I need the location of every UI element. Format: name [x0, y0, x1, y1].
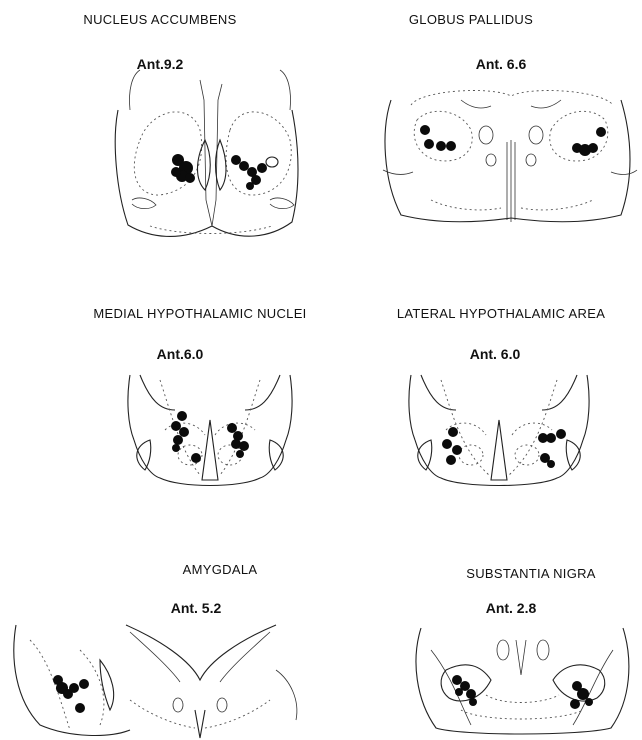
lesion-marker: [585, 698, 593, 706]
lesion-marker: [179, 427, 189, 437]
lesion-marker: [236, 450, 244, 458]
brain-section-nucleus-accumbens: [0, 0, 321, 250]
panel-substantia-nigra: SUBSTANTIA NIGRA Ant. 2.8: [321, 500, 642, 740]
lesion-marker: [239, 441, 249, 451]
lesion-marker: [577, 688, 589, 700]
lesion-marker: [556, 429, 566, 439]
lesion-marker: [171, 167, 181, 177]
lesion-marker: [466, 689, 476, 699]
panel-medial-hypothalamic-nuclei: MEDIAL HYPOTHALAMIC NUCLEI Ant.6.0: [0, 250, 321, 500]
lesion-marker: [452, 445, 462, 455]
lesion-marker: [436, 141, 446, 151]
lesion-marker: [546, 433, 556, 443]
lesion-marker: [588, 143, 598, 153]
panel-globus-pallidus: GLOBUS PALLIDUS Ant. 6.6: [321, 0, 642, 250]
lesion-marker: [177, 411, 187, 421]
lesion-marker: [455, 688, 463, 696]
lesion-marker: [173, 435, 183, 445]
lesion-marker: [79, 679, 89, 689]
brain-section-substantia-nigra: [321, 500, 642, 740]
lesion-marker: [570, 699, 580, 709]
lesion-marker: [424, 139, 434, 149]
panel-lateral-hypothalamic-area: LATERAL HYPOTHALAMIC AREA Ant. 6.0: [321, 250, 642, 500]
brain-section-lateral-hypothalamic: [321, 250, 642, 500]
lesion-marker: [191, 453, 201, 463]
panel-amygdala: AMYGDALA Ant. 5.2: [0, 500, 321, 740]
lesion-marker: [227, 423, 237, 433]
lesion-marker: [185, 173, 195, 183]
panel-nucleus-accumbens: NUCLEUS ACCUMBENS Ant.9.2: [0, 0, 321, 250]
brain-section-medial-hypothalamic: [0, 250, 321, 500]
lesion-marker: [172, 444, 180, 452]
lesion-marker: [231, 155, 241, 165]
lesion-marker: [257, 163, 267, 173]
lesion-marker: [75, 703, 85, 713]
lesion-marker: [547, 460, 555, 468]
lesion-marker: [69, 683, 79, 693]
lesion-marker: [442, 439, 452, 449]
lesion-marker: [469, 698, 477, 706]
lesion-marker: [420, 125, 430, 135]
lesion-marker: [246, 182, 254, 190]
lesion-marker: [446, 141, 456, 151]
lesion-marker: [239, 161, 249, 171]
lesion-marker: [596, 127, 606, 137]
brain-section-globus-pallidus: [321, 0, 642, 250]
brain-section-amygdala: [0, 500, 321, 740]
lesion-marker: [171, 421, 181, 431]
lesion-marker: [446, 455, 456, 465]
lesion-marker: [448, 427, 458, 437]
lesion-marker: [452, 675, 462, 685]
